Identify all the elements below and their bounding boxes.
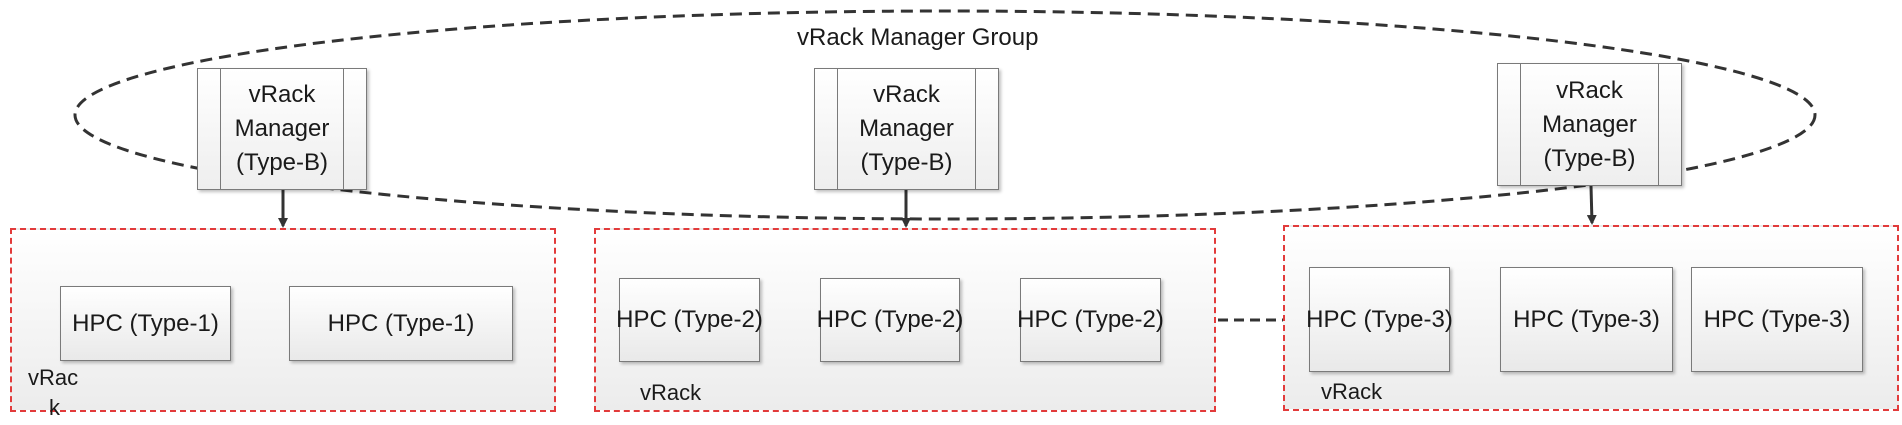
hpc-node[interactable]: HPC (Type-3) (1691, 267, 1863, 372)
manager-left-bar (220, 69, 221, 189)
vrack-label: vRack (1321, 379, 1383, 404)
hpc-node[interactable]: HPC (Type-3) (1500, 267, 1673, 372)
hpc-node[interactable]: HPC (Type-1) (289, 286, 513, 361)
manager-line: (Type-B) (860, 149, 953, 176)
manager-left-bar (837, 69, 838, 189)
manager-text: vRack Manager (Type-B) (1520, 64, 1659, 185)
hpc-node[interactable]: HPC (Type-3) (1306, 267, 1453, 372)
manager-line: Manager (1542, 110, 1637, 138)
vrack-label: vRack (640, 380, 702, 405)
vrack-manager-2[interactable]: vRack Manager (Type-B) (814, 68, 999, 190)
hpc-node[interactable]: HPC (Type-2) (616, 278, 763, 362)
hpc-node[interactable]: HPC (Type-2) (1017, 278, 1164, 362)
vrack-manager-3[interactable]: vRack Manager (Type-B) (1497, 63, 1682, 186)
hpc-label: HPC (Type-3) (1513, 305, 1660, 333)
manager-text: vRack Manager (Type-B) (220, 69, 344, 189)
manager-line: Manager (859, 115, 954, 142)
hpc-label: HPC (Type-1) (327, 309, 475, 337)
manager-line: (Type-B) (1543, 144, 1636, 172)
hpc-label: HPC (Type-2) (616, 306, 763, 333)
manager-group-label: vRack Manager Group (797, 24, 1039, 51)
manager-line: vRack (873, 81, 940, 108)
manager-right-bar (975, 69, 976, 189)
manager-line: vRack (248, 81, 316, 108)
vrack-manager-1[interactable]: vRack Manager (Type-B) (197, 68, 367, 190)
vrack-label: vRac (28, 365, 79, 390)
manager-right-bar (1658, 64, 1659, 185)
hpc-label: HPC (Type-3) (1306, 305, 1453, 333)
manager-group-ellipse (73, 9, 1817, 221)
hpc-label: HPC (Type-2) (816, 306, 964, 333)
manager-line: vRack (1556, 76, 1623, 104)
manager-left-bar (1520, 64, 1521, 185)
hpc-label: HPC (Type-1) (72, 309, 219, 337)
arrow-manager-3-to-vrack-3 (1586, 185, 1597, 225)
vrack-3[interactable]: HPC (Type-3) HPC (Type-3) HPC (Type-3) v… (1283, 225, 1899, 411)
hpc-node[interactable]: HPC (Type-1) (60, 286, 231, 361)
manager-right-bar (343, 69, 344, 189)
vrack-label-wrap: k (49, 395, 60, 420)
manager-line: Manager (234, 115, 330, 142)
hpc-label: HPC (Type-2) (1017, 306, 1164, 333)
manager-text: vRack Manager (Type-B) (837, 69, 976, 189)
hpc-node[interactable]: HPC (Type-2) (817, 278, 963, 362)
vrack-2[interactable]: HPC (Type-2) HPC (Type-2) HPC (Type-2) v… (594, 228, 1216, 412)
vrack-1[interactable]: HPC (Type-1) HPC (Type-1) vRac k (10, 228, 556, 420)
manager-line: (Type-B) (235, 149, 328, 176)
hpc-label: HPC (Type-3) (1703, 305, 1851, 333)
